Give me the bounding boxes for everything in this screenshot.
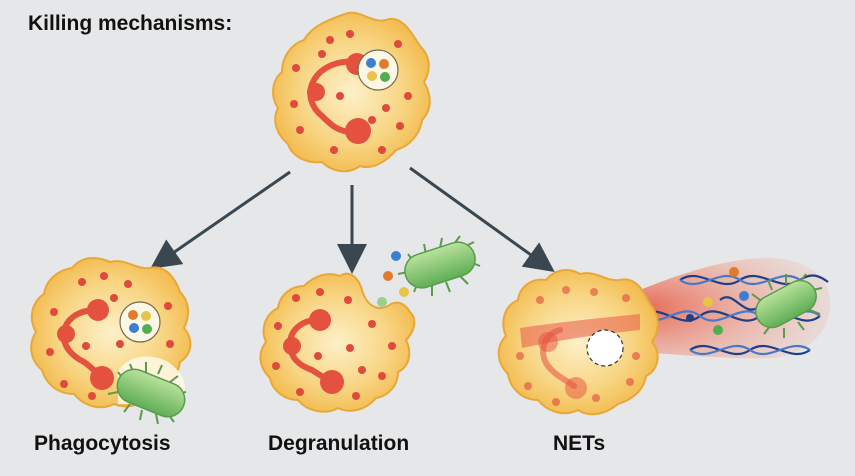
released-granules [377,251,409,307]
arrow-to-phagocytosis [150,170,291,269]
released-granules [686,267,749,335]
label-phagocytosis: Phagocytosis [34,432,171,455]
granule-vesicle-icon [357,49,399,91]
nets-cell [497,269,659,416]
bacterium-icon [751,273,823,338]
label-degranulation: Degranulation [268,432,410,455]
neutrophil-icon [272,11,431,173]
arrow-to-nets [409,166,555,273]
granule-vesicle-icon [119,301,161,343]
bacterium-icon [397,235,481,296]
arrows [150,166,555,274]
diagram-title: Killing mechanisms: [28,12,233,35]
bacterium-icon [107,362,187,425]
phagocytosis-cell [30,257,192,425]
label-nets: NETs [553,432,606,455]
degranulation-cell [259,235,481,413]
